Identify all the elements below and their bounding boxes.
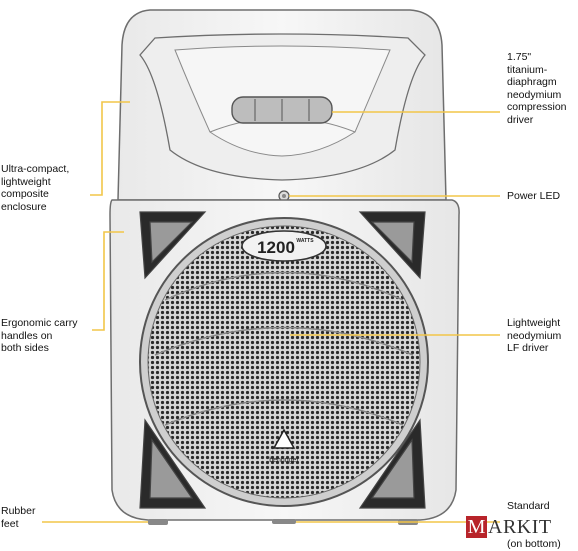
callout-line: Rubber [1,505,36,517]
callout-lf-driver: Lightweight neodymium LF driver [507,317,561,355]
callout-line: Ultra-compact, [1,163,70,175]
callout-line: Lightweight [507,317,561,329]
watermark-logo: M ARKIT [466,516,576,550]
callout-line: feet [1,517,19,530]
leader-handles [92,231,124,331]
callout-line: enclosure [1,200,47,213]
watermark-rest: ARKIT [488,516,552,538]
callout-line: both sides [1,342,49,354]
callout-line: titanium- [507,63,548,76]
watermark-first-letter: M [466,516,487,538]
badge-watts-number: 1200 [257,238,295,257]
badge-watts-unit: WATTS [296,238,314,244]
rubber-foot-left [148,519,168,525]
wattage-badge: 1200 WATTS [241,230,327,262]
callout-line: driver [507,113,534,126]
callout-power-led: Power LED [507,190,560,203]
woofer-grille [147,225,421,499]
callout-line: diaphragm [507,76,557,88]
callout-line: lightweight [1,175,51,188]
callout-line: neodymium [507,329,562,342]
stand-mount [272,519,296,524]
callout-stand-mount: Standard [507,500,550,513]
corner-vents [139,211,426,509]
callout-line: Standard [507,500,550,512]
callout-line: Power LED [507,190,561,202]
callout-line: 1.75" [507,51,532,63]
callout-line: (on bottom) [507,538,561,550]
callout-enclosure: Ultra-compact, lightweight composite enc… [1,163,69,213]
callout-line: handles on [1,329,53,342]
callout-carry-handles: Ergonomic carry handles on both sides [1,317,77,355]
brand-logo: behringer [269,428,299,464]
callout-rubber-feet: Rubber feet [1,505,35,530]
brand-logo-text: behringer [269,457,299,464]
brand-logo-icon [272,428,296,449]
callout-line: neodymium [507,88,562,101]
callout-stand-mount-note: (on bottom) [507,538,561,551]
callout-line: compression [507,101,567,113]
callout-line: LF driver [507,342,549,354]
callout-line: composite [1,188,49,200]
callout-compression-driver: 1.75" titanium- diaphragm neodymium comp… [507,51,567,126]
callout-line: Ergonomic carry [1,317,78,329]
leader-enclosure [90,101,130,196]
